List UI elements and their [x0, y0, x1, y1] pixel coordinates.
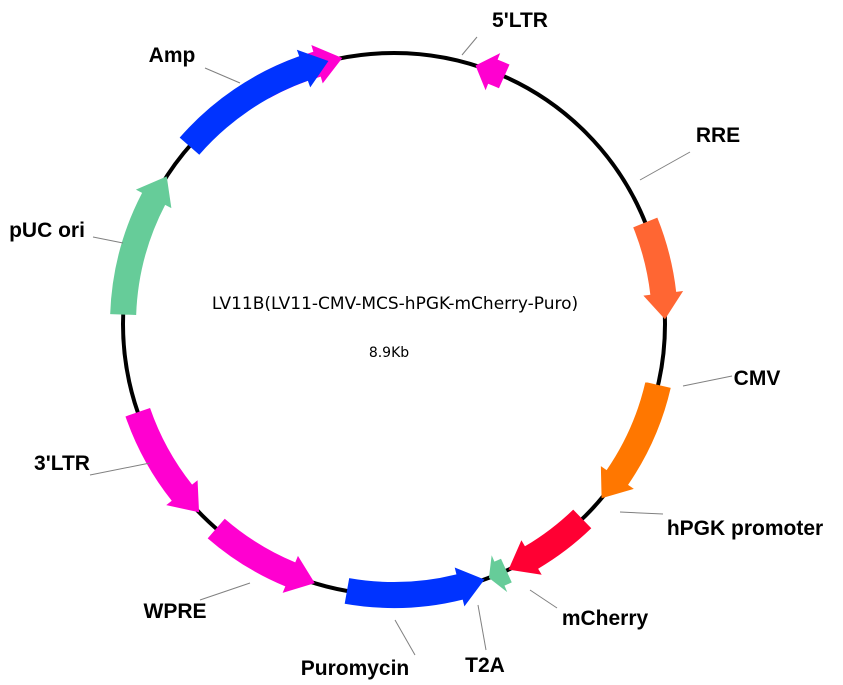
feature-label-rre: RRE: [696, 124, 740, 147]
label-leader-lines: [89, 36, 733, 656]
plasmid-size: 8.9Kb: [369, 345, 409, 361]
leader-line-puc-ori: [92, 236, 124, 244]
feature-arrow-puromycin: [344, 567, 485, 609]
leader-line-puromycin: [394, 619, 416, 656]
leader-line-hpgk-promoter: [619, 511, 664, 515]
feature-label-amp: Amp: [149, 44, 196, 67]
leader-line-wpre: [199, 582, 251, 601]
feature-label-mcherry: mCherry: [562, 607, 649, 630]
leader-line-3-ltr: [89, 462, 151, 476]
feature-label-cmv: CMV: [734, 367, 781, 390]
leader-line-cmv: [682, 375, 733, 387]
feature-label-puc-ori: pUC ori: [9, 219, 85, 242]
leader-line-amp: [204, 67, 241, 84]
leader-line-mcherry: [529, 589, 558, 609]
feature-arrow-3-ltr: [125, 407, 200, 513]
feature-arrow-wpre: [207, 518, 315, 593]
feature-arrow-rre: [475, 53, 510, 91]
leader-line-rre: [639, 151, 691, 181]
feature-label-t2a: T2A: [465, 654, 505, 677]
feature-label-hpgk-promoter: hPGK promoter: [667, 517, 823, 540]
feature-arrow-puc-ori: [110, 176, 172, 315]
feature-label-wpre: WPRE: [144, 600, 207, 623]
plasmid-name: LV11B(LV11-CMV-MCS-hPGK-mCherry-Puro): [212, 294, 578, 314]
leader-line-t2a: [477, 604, 487, 651]
feature-arrow-mcherry: [508, 509, 592, 575]
feature-arrow-amp: [179, 49, 329, 155]
feature-arrow-t2a: [488, 555, 512, 593]
feature-arrow-cmv: [633, 217, 684, 320]
feature-arrow-hpgk-promoter: [600, 382, 671, 499]
feature-label-5-ltr: 5'LTR: [492, 9, 548, 32]
feature-label-3-ltr: 3'LTR: [34, 452, 90, 475]
feature-label-puromycin: Puromycin: [301, 657, 410, 680]
leader-line-5-ltr: [461, 36, 478, 56]
feature-arrows: [110, 44, 684, 609]
